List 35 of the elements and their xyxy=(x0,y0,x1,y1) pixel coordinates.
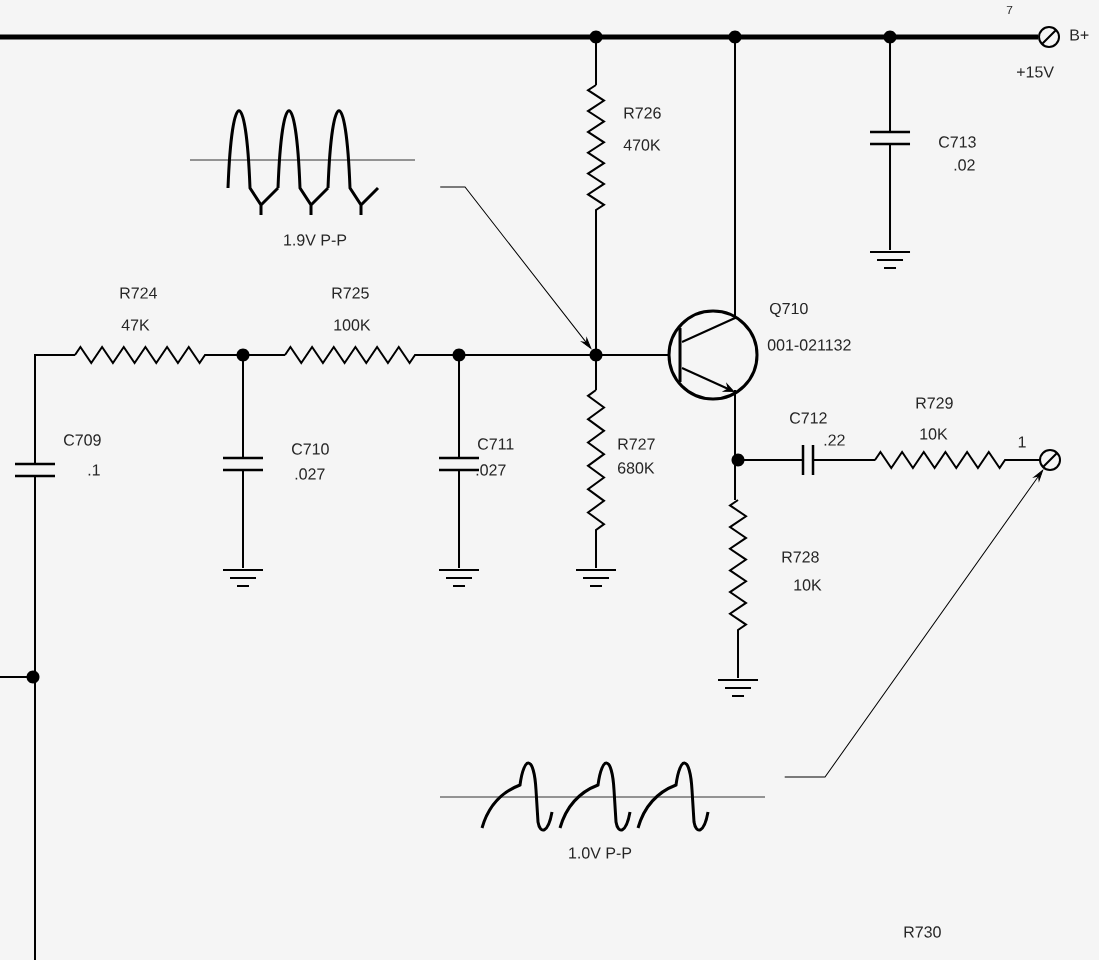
component-label: 47K xyxy=(121,319,150,331)
leader-arrow xyxy=(784,469,1044,778)
component-label: 10K xyxy=(794,579,822,591)
component-label: 10K xyxy=(920,428,948,440)
component-label: 100K xyxy=(334,319,371,331)
component-label: .027 xyxy=(476,464,506,476)
component-label: R730 xyxy=(904,926,941,938)
component-label: R725 xyxy=(332,287,369,299)
component-label: R726 xyxy=(624,107,661,119)
component-label: C710 xyxy=(292,443,329,455)
component-label: R727 xyxy=(618,438,655,450)
waveform-drawing xyxy=(439,761,766,832)
component-label: C712 xyxy=(790,412,827,424)
waveform-caption: 1.0V P-P xyxy=(569,847,632,859)
component-label: Q710 xyxy=(769,302,808,318)
component-label: 470K xyxy=(623,139,661,151)
component-label: .22 xyxy=(824,434,845,446)
component-label: R728 xyxy=(782,551,819,563)
component-label: R729 xyxy=(916,397,953,409)
component-label: B+ xyxy=(1070,29,1089,41)
component-label: R724 xyxy=(120,287,157,299)
component-label: 680K xyxy=(618,462,655,474)
component-label: 7 xyxy=(1006,5,1013,15)
component-label: .1 xyxy=(88,464,100,476)
component-label: .02 xyxy=(954,159,975,171)
waveform-drawing xyxy=(189,109,416,217)
waveform-caption: 1 xyxy=(1018,436,1026,448)
component-label: +15V xyxy=(1017,66,1054,78)
component-label: C709 xyxy=(64,434,101,446)
component-label: C711 xyxy=(478,438,514,450)
component-label: C713 xyxy=(939,136,976,148)
leader-arrow xyxy=(439,186,592,349)
waveform-caption: 1.9V P-P xyxy=(284,234,347,246)
component-label: .027 xyxy=(295,468,325,480)
component-label: 001-021132 xyxy=(767,339,851,351)
